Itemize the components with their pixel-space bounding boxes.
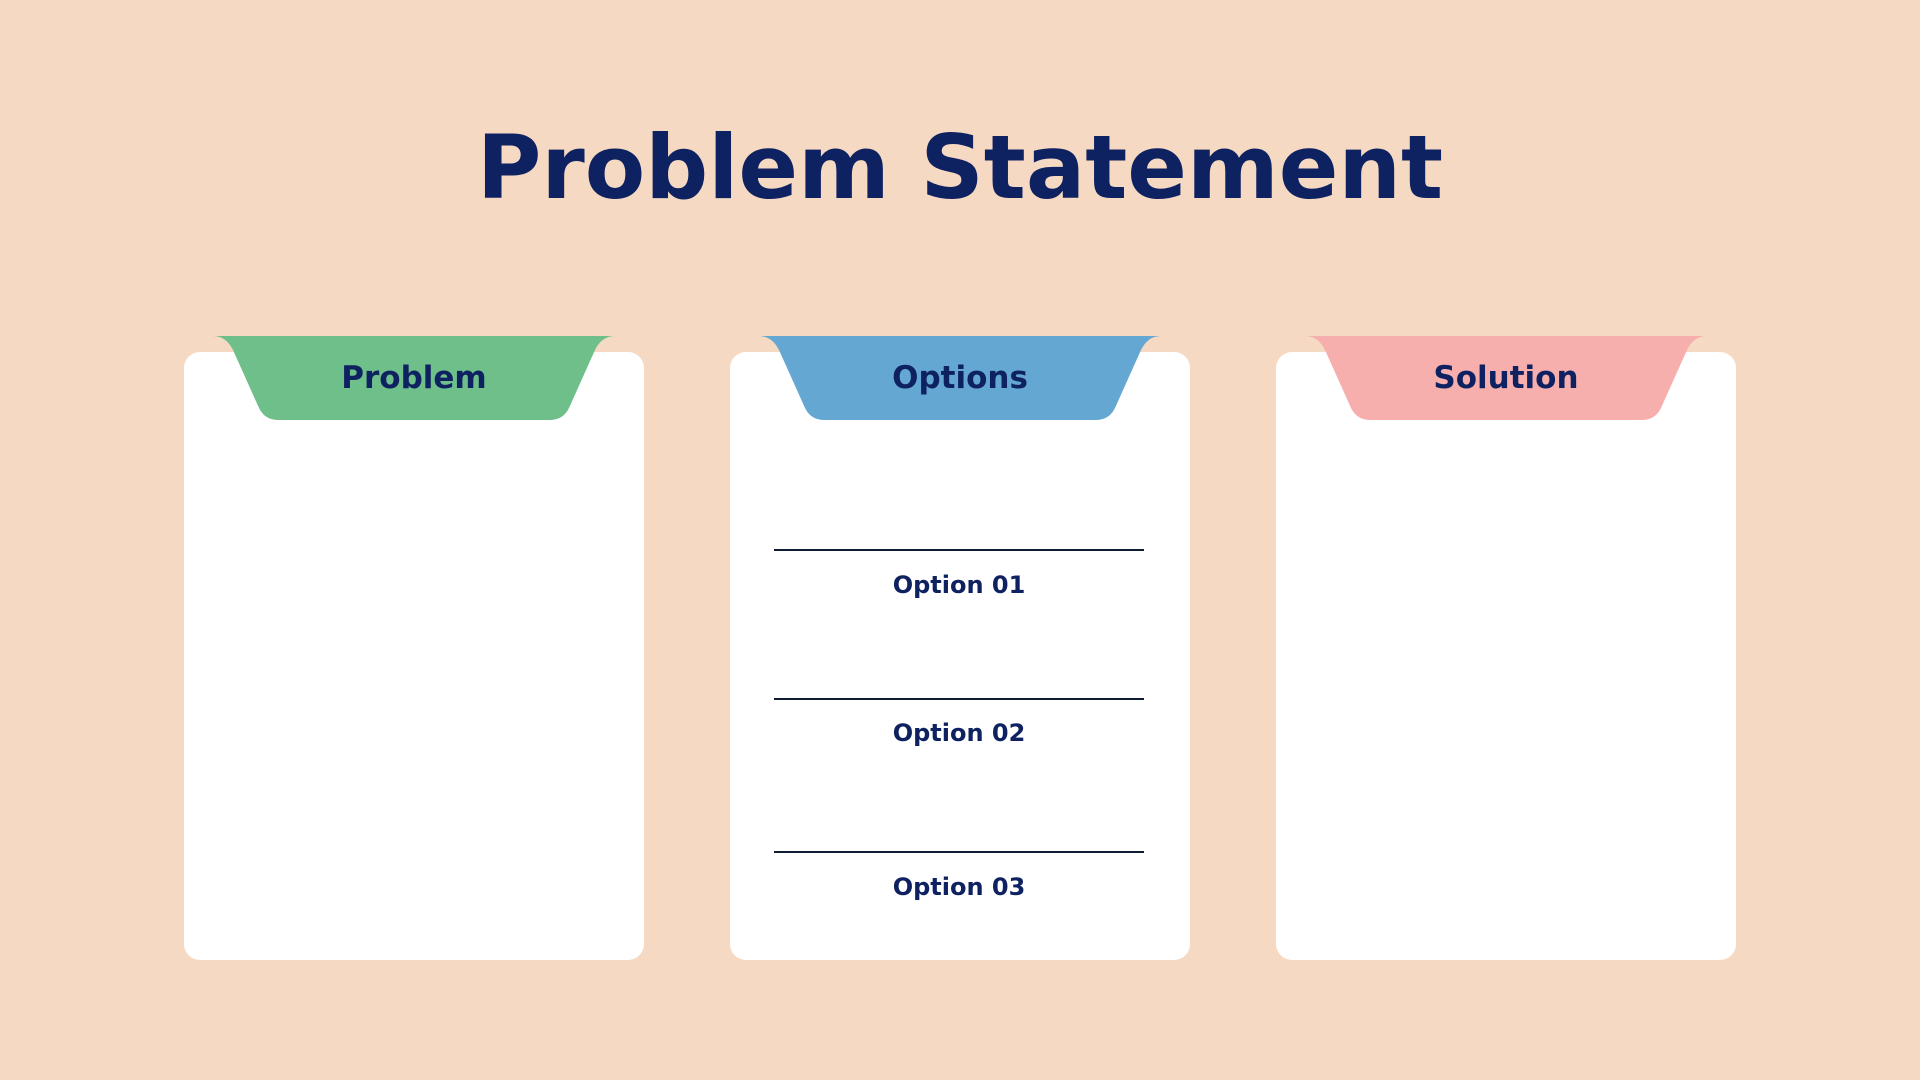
option-divider [774,549,1144,551]
option-item-1: Option 01 [892,571,1026,599]
solution-tab-label: Solution [1433,360,1579,396]
option-item-2: Option 02 [892,719,1026,747]
solution-tab-shape [1305,336,1707,420]
problem-tab-label: Problem [341,360,487,396]
problem-tab: Problem [213,336,615,420]
option-divider [774,698,1144,700]
problem-card [184,352,644,960]
option-item-3: Option 03 [892,873,1026,901]
option-divider [774,851,1144,853]
problem-tab-shape [213,336,615,420]
options-tab-shape [759,336,1161,420]
slide-title: Problem Statement [476,116,1444,219]
solution-card [1276,352,1736,960]
options-card [730,352,1190,960]
solution-tab: Solution [1305,336,1707,420]
options-tab: Options [759,336,1161,420]
options-tab-label: Options [892,360,1028,396]
